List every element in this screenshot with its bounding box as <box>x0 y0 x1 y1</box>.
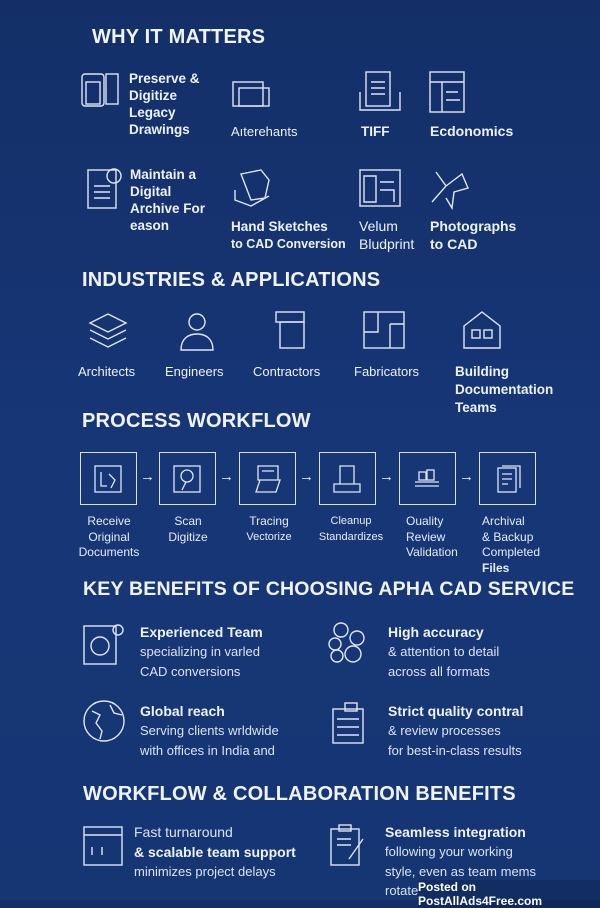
quality-checklist-icon <box>329 701 373 745</box>
engineer-icon <box>175 308 219 352</box>
layers-icon <box>86 310 130 354</box>
floorplan-icon <box>362 310 406 354</box>
why-item-title: Ecdonomics <box>430 123 514 139</box>
folder-icon <box>230 72 274 116</box>
team-icon <box>82 622 126 666</box>
process-step-receive <box>80 452 137 505</box>
document-tray-icon <box>358 70 402 114</box>
accuracy-icon <box>325 620 369 664</box>
screen-icon <box>82 825 126 869</box>
process-step-quality <box>399 452 456 505</box>
section-title-why: WHY IT MATTERS <box>92 26 266 48</box>
section-title-benefits: KEY BENEFITS OF CHOOSING APHA CAD SERVIC… <box>83 578 575 600</box>
building-icon <box>460 308 504 352</box>
benefit-item: Strict quality contral& review processes… <box>388 703 524 758</box>
arrow-icon: → <box>379 468 394 485</box>
arrow-icon: → <box>299 468 314 485</box>
process-step-archival <box>479 452 536 505</box>
industry-label: Fabricators <box>354 364 420 379</box>
industry-label: Building Documentation Teams <box>455 364 554 415</box>
industry-label: Contractors <box>253 364 321 379</box>
process-step-cleanup <box>319 452 376 505</box>
why-item-title: Velum <box>359 218 398 234</box>
globe-icon <box>82 699 126 743</box>
spreadsheet-icon <box>428 70 472 114</box>
why-item-title: Maintain a Digital Archive For eason <box>130 167 206 233</box>
section-title-process: PROCESS WORKFLOW <box>82 410 311 432</box>
industry-label: Architects <box>78 364 136 379</box>
arrow-icon: → <box>459 468 474 485</box>
contractor-icon <box>270 308 314 352</box>
arrow-icon: → <box>140 468 155 485</box>
clipboard-pen-icon <box>327 823 371 867</box>
process-step-tracing <box>239 452 296 505</box>
why-item-subtitle: to CAD <box>430 236 478 252</box>
hand-sketch-icon <box>231 166 275 210</box>
photo-icon <box>428 168 472 212</box>
why-item-subtitle: Bludprint <box>359 236 415 252</box>
industry-label: Engineers <box>165 364 224 379</box>
arrow-icon: → <box>219 468 234 485</box>
why-item-title: Preserve & Digitize Legacy Drawings <box>129 71 200 137</box>
blueprint-icon <box>358 168 402 212</box>
why-item-title: Hand Sketches <box>231 219 328 234</box>
why-item-title: Aıterehants <box>231 124 298 139</box>
watermark: Posted on PostAllAds4Free.com <box>418 880 600 908</box>
section-title-industries: INDUSTRIES & APPLICATIONS <box>82 269 381 291</box>
why-item-title: Photographs <box>430 218 517 234</box>
process-step-scan <box>159 452 216 505</box>
why-item-subtitle: to CAD Conversion <box>231 237 346 251</box>
why-item-title: TIFF <box>361 124 390 139</box>
drawings-stack-icon <box>80 70 124 114</box>
section-title-collab: WORKFLOW & COLLABORATION BENEFITS <box>83 783 516 805</box>
archive-document-icon <box>84 166 128 210</box>
